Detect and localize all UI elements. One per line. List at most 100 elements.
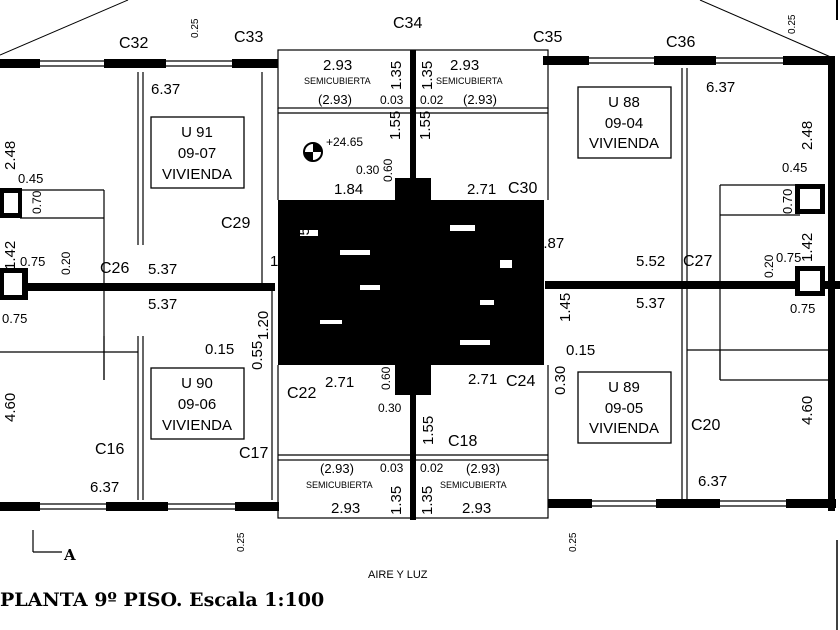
dimension-label: 0.03: [380, 93, 404, 107]
column-label: C16: [95, 441, 124, 458]
semicubierta-label: SEMICUBIERTA: [436, 76, 503, 86]
dimension-label: 5.37: [148, 261, 177, 278]
column-label: C18: [448, 433, 477, 450]
dimension-label: 1.55: [420, 416, 437, 445]
dimension-label: 0.03: [380, 461, 404, 475]
dimension-label: 0.15: [566, 342, 595, 359]
semicubierta-labels: SEMICUBIERTA SEMICUBIERTA SEMICUBIERTA S…: [304, 76, 507, 490]
dimension-label: 2.93: [450, 57, 479, 74]
dimension-label: 2.71: [468, 371, 497, 388]
dimension-label: 0.30: [552, 366, 569, 395]
unit-code: 09-07: [178, 145, 216, 162]
column-label: C36: [666, 34, 695, 51]
semicubierta-label: SEMICUBIERTA: [306, 480, 373, 490]
column-label: C29: [221, 215, 250, 232]
dimension-label: 5.52: [636, 253, 665, 270]
dimension-label: 0.75: [20, 254, 45, 269]
dimension-label: 2.48: [799, 121, 816, 150]
dimension-label: 1.45: [518, 249, 535, 278]
dimension-label: 0.30: [378, 401, 402, 415]
dimension-label: 2.93: [462, 500, 491, 517]
unit-number: U 90: [181, 375, 213, 392]
semicubierta-label: SEMICUBIERTA: [440, 480, 507, 490]
dimension-label: 0.75: [776, 250, 801, 265]
dimension-label: 0.20: [59, 251, 73, 275]
drawing-title: PLANTA 9º PISO. Escala 1:100: [0, 589, 324, 611]
unit-number: U 88: [608, 94, 640, 111]
column-label: C32: [119, 35, 148, 52]
dimension-label: 1.35: [419, 61, 436, 90]
semicubierta-label: SEMICUBIERTA: [304, 76, 371, 86]
dimension-label: 0.70: [780, 189, 795, 214]
dimension-label: 0.87: [515, 288, 540, 303]
dimension-label: 0.02: [420, 93, 444, 107]
dimension-label: 0.25: [568, 532, 579, 552]
dimension-label: 0.45: [782, 160, 807, 175]
dimension-label: 1.35: [388, 61, 405, 90]
unit-use: VIVIENDA: [589, 420, 659, 437]
column-label: C27: [683, 253, 712, 270]
column-label: C20: [691, 417, 720, 434]
dimension-label: 0.75: [2, 311, 27, 326]
dimension-label: 2.71: [467, 181, 496, 198]
dimension-label: 1.35: [419, 486, 436, 515]
dimension-label: 5.37: [148, 296, 177, 313]
dimension-label: 0.25: [190, 18, 201, 38]
dimension-label: 5.37: [636, 295, 665, 312]
column-labels: C32 C33 C34 C35 C36 C29 C30 C26 C27 C22 …: [95, 15, 720, 462]
dimension-label: 6.37: [706, 79, 735, 96]
dimension-label: 2.48: [2, 141, 19, 170]
dimension-label: 1.35: [388, 486, 405, 515]
dimension-label: 0.30: [356, 163, 380, 177]
dimension-label: (2.93): [320, 461, 354, 476]
column-label: C24: [506, 373, 535, 390]
column-label: C26: [100, 260, 129, 277]
unit-number: U 91: [181, 124, 213, 141]
core-texture: [4, 189, 820, 345]
column-label: C33: [234, 29, 263, 46]
dimension-label: 0.20: [762, 254, 776, 278]
unit-label-u88: U 88 09-04 VIVIENDA: [577, 86, 672, 159]
unit-use: VIVIENDA: [589, 135, 659, 152]
dimension-label: (2.93): [318, 92, 352, 107]
dimension-label: 4.60: [2, 393, 19, 422]
dimension-label: 6.37: [698, 473, 727, 490]
dimension-label: 1.02: [270, 253, 299, 270]
unit-label-u90: U 90 09-06 VIVIENDA: [150, 367, 245, 440]
column-label: C22: [287, 385, 316, 402]
column-label: C34: [393, 15, 422, 32]
dimension-label: 6.37: [90, 479, 119, 496]
section-marker: A: [63, 546, 76, 564]
dimension-label: 1.55: [417, 111, 434, 140]
dimension-labels: 6.37 6.37 6.37 6.37 2.48 2.48 5.37 5.37 …: [2, 14, 816, 552]
dimension-label: 0.02: [420, 461, 444, 475]
outline-line: [699, 0, 834, 59]
dimension-label: 0.60: [381, 158, 395, 182]
dimension-label: 0.25: [236, 532, 247, 552]
dimension-label: 0.55: [249, 341, 266, 370]
dimension-label: 0.15: [205, 341, 234, 358]
unit-code: 09-06: [178, 396, 216, 413]
dimension-label: 0.75: [790, 301, 815, 316]
dimension-label: (2.93): [466, 461, 500, 476]
unit-code: 09-04: [605, 115, 643, 132]
dimension-label: 1.55: [387, 111, 404, 140]
level-mark-label: +24.65: [326, 135, 363, 149]
dimension-label: 0.25: [787, 14, 798, 34]
level-marker: +24.65: [303, 135, 363, 162]
dimension-label: 1.84: [334, 181, 363, 198]
column-label: C17: [239, 445, 268, 462]
dimension-label: 2.93: [331, 500, 360, 517]
outline-line: [0, 0, 129, 56]
dimension-label: 4.60: [799, 396, 816, 425]
unit-use: VIVIENDA: [162, 166, 232, 183]
aire-y-luz-label: AIRE Y LUZ: [368, 569, 428, 581]
unit-code: 09-05: [605, 400, 643, 417]
unit-label-u91: U 91 09-07 VIVIENDA: [150, 116, 245, 189]
dimension-label: 1.42: [799, 233, 816, 262]
unit-use: VIVIENDA: [162, 417, 232, 434]
partitions: [0, 49, 828, 553]
dimension-label: 1.55: [296, 219, 313, 248]
dimension-label: 0.87: [535, 235, 564, 252]
